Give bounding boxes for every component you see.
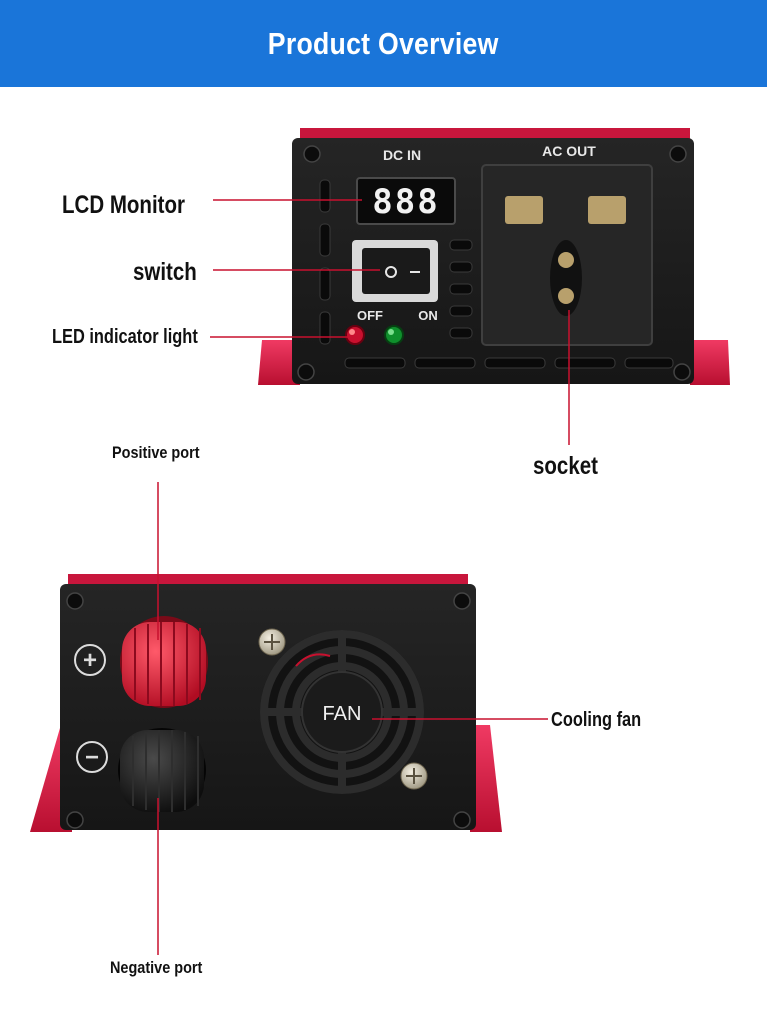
rear-device: + − — [30, 574, 502, 832]
socket-label: socket — [533, 452, 598, 480]
switch-label: switch — [133, 258, 197, 286]
minus-symbol: − — [85, 744, 99, 771]
cooling-fan-label: Cooling fan — [551, 709, 642, 731]
ac-out-label: AC OUT — [542, 143, 596, 159]
cooling-fan-grille — [260, 630, 424, 794]
positive-terminal — [120, 616, 208, 708]
red-led-indicator — [345, 325, 365, 345]
front-bottom-vents — [344, 357, 674, 369]
led-indicator-label: LED indicator light — [52, 326, 198, 348]
front-right-fin — [690, 340, 730, 385]
front-device: DC IN AC OUT 888 OFF ON — [258, 128, 730, 385]
front-left-vents — [319, 179, 331, 345]
front-panel-screws — [297, 145, 691, 381]
plus-symbol: + — [83, 647, 97, 674]
front-left-fin — [258, 340, 300, 385]
minus-symbol-ring — [76, 741, 108, 773]
fan-mount-screws — [258, 628, 428, 790]
positive-port-label: Positive port — [112, 443, 200, 462]
front-callout-lines — [210, 199, 570, 445]
ac-socket — [481, 164, 653, 346]
header-bar: Product Overview — [0, 0, 767, 87]
page-title: Product Overview — [268, 25, 499, 61]
negative-terminal — [118, 728, 206, 812]
negative-port-label: Negative port — [110, 958, 203, 977]
plus-symbol-ring — [74, 644, 106, 676]
front-middle-vents — [449, 239, 473, 339]
rear-right-fin — [470, 725, 502, 832]
green-led-indicator — [384, 325, 404, 345]
rear-callout-lines — [157, 482, 548, 955]
rear-panel-screws — [66, 592, 471, 829]
dc-in-label: DC IN — [383, 147, 421, 163]
lcd-digits: 888 — [372, 182, 439, 222]
off-label: OFF — [357, 308, 383, 323]
rocker-switch — [352, 240, 438, 302]
fan-label: FAN — [323, 703, 362, 725]
lcd-monitor-label: LCD Monitor — [62, 191, 185, 219]
on-label: ON — [418, 308, 438, 323]
lcd-display-frame — [356, 177, 456, 225]
